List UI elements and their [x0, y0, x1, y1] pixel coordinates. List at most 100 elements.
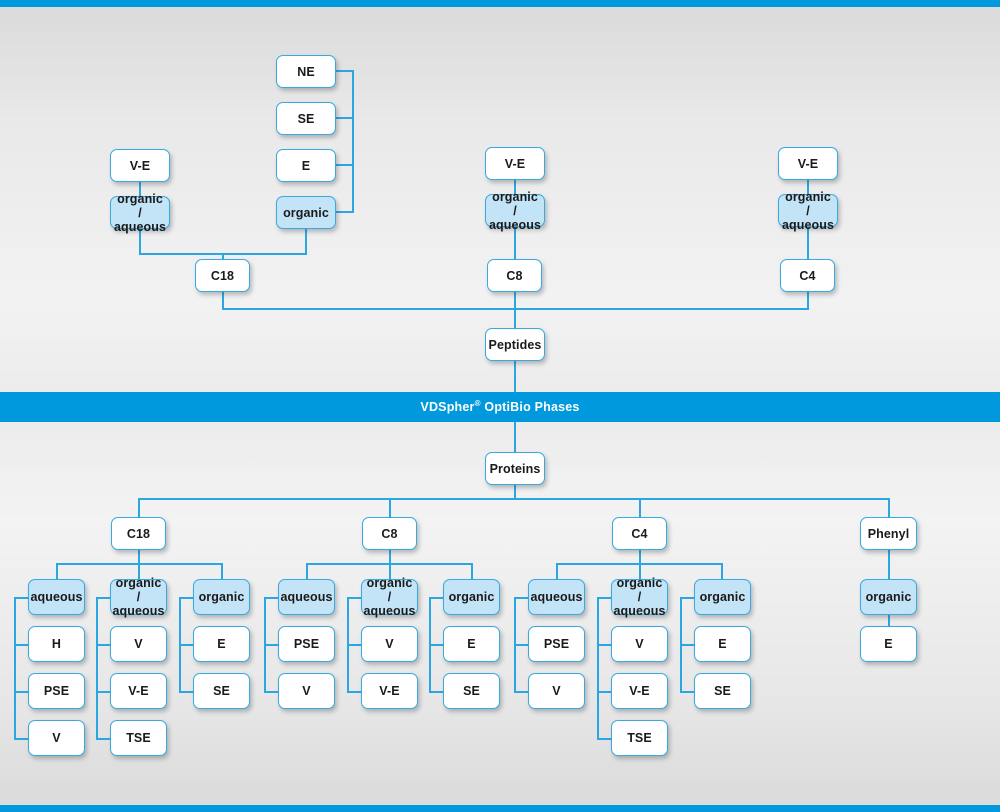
- node-proteins-c4-organic-aqueous[interactable]: organic / aqueous: [611, 576, 668, 618]
- node-proteins-c18-oa-3[interactable]: TSE: [110, 720, 167, 756]
- node-peptides-c4[interactable]: C4: [780, 259, 835, 292]
- connector-c18-ve-to-oa: [139, 182, 141, 196]
- node-peptides-c18-ne[interactable]: NE: [276, 55, 336, 88]
- node-proteins-c18-organic-aqueous[interactable]: organic / aqueous: [110, 576, 167, 618]
- node-label: C18: [210, 268, 235, 283]
- node-proteins-c18-oa-2[interactable]: V-E: [110, 673, 167, 709]
- node-label: aqueous: [530, 590, 583, 604]
- node-proteins-c4-oa-2[interactable]: V-E: [611, 673, 668, 709]
- node-proteins-c18[interactable]: C18: [111, 517, 166, 550]
- connector-c18-aqueous-spine: [14, 597, 16, 739]
- connector-c4-aqueous-2: [514, 691, 530, 693]
- node-label: Phenyl: [867, 526, 910, 541]
- node-label: SE: [213, 684, 230, 698]
- connector-c18-org-2: [179, 691, 195, 693]
- bottom-accent-bar: [0, 805, 1000, 812]
- node-label: PSE: [543, 637, 570, 651]
- node-peptides-c18-se[interactable]: SE: [276, 102, 336, 135]
- node-label: V-E: [797, 156, 819, 171]
- node-peptides-c18-e[interactable]: E: [276, 149, 336, 182]
- node-proteins-c18-aqueous-2[interactable]: PSE: [28, 673, 85, 709]
- node-proteins-c4-aqueous[interactable]: aqueous: [528, 579, 585, 615]
- node-label: organic / aqueous: [488, 189, 542, 232]
- node-label: V-E: [629, 684, 650, 698]
- node-proteins-phenyl-organic[interactable]: organic: [860, 579, 917, 615]
- node-proteins-c4-organic[interactable]: organic: [694, 579, 751, 615]
- connector-c18-oa-3: [96, 738, 112, 740]
- node-peptides-c18-ve[interactable]: V-E: [110, 149, 170, 182]
- node-peptides-c18[interactable]: C18: [195, 259, 250, 292]
- node-proteins-c8-org-2[interactable]: SE: [443, 673, 500, 709]
- node-proteins-c8-organic[interactable]: organic: [443, 579, 500, 615]
- connector-c18-org-head: [179, 597, 195, 599]
- connector-c8-aqueous-2: [264, 691, 280, 693]
- connector-bus-to-c8: [389, 498, 391, 518]
- top-accent-bar: [0, 0, 1000, 7]
- node-proteins-c18-organic[interactable]: organic: [193, 579, 250, 615]
- node-peptides-c8[interactable]: C8: [487, 259, 542, 292]
- connector-c8-org-head: [429, 597, 445, 599]
- node-label: V: [302, 684, 311, 698]
- node-proteins-c8-aqueous[interactable]: aqueous: [278, 579, 335, 615]
- node-proteins-c4-aqueous-1[interactable]: PSE: [528, 626, 585, 662]
- connector-c8-oa-1: [347, 644, 363, 646]
- connector-c4-aqueous-1: [514, 644, 530, 646]
- node-proteins-c8-org-1[interactable]: E: [443, 626, 500, 662]
- banner-title: VDSpher® OptiBio Phases: [420, 398, 580, 414]
- connector-c18-aqueous-head: [14, 597, 30, 599]
- node-peptides-c4-ve[interactable]: V-E: [778, 147, 838, 180]
- node-peptides-c8-ve[interactable]: V-E: [485, 147, 545, 180]
- node-label: organic / aqueous: [613, 576, 666, 618]
- node-label: PSE: [43, 684, 70, 698]
- connector-c18-oa-2: [96, 691, 112, 693]
- node-label: E: [217, 637, 226, 651]
- node-label: TSE: [627, 731, 652, 745]
- node-peptides-c4-organic-aqueous[interactable]: organic / aqueous: [778, 190, 838, 232]
- node-label: C8: [381, 526, 398, 541]
- node-label: E: [301, 158, 311, 173]
- node-label: organic / aqueous: [363, 576, 416, 618]
- node-label: E: [718, 637, 727, 651]
- node-proteins-c4-oa-3[interactable]: TSE: [611, 720, 668, 756]
- node-proteins-c18-aqueous-1[interactable]: H: [28, 626, 85, 662]
- node-label: organic: [283, 205, 329, 220]
- connector-c4-oa-3: [597, 738, 613, 740]
- node-proteins-c8-aqueous-1[interactable]: PSE: [278, 626, 335, 662]
- node-proteins-c18-org-1[interactable]: E: [193, 626, 250, 662]
- node-proteins-c4-org-2[interactable]: SE: [694, 673, 751, 709]
- connector-c8-org-1: [429, 644, 445, 646]
- connector-bus-to-c4: [639, 498, 641, 518]
- node-proteins-c18-org-2[interactable]: SE: [193, 673, 250, 709]
- node-proteins-c4-oa-1[interactable]: V: [611, 626, 668, 662]
- node-proteins-phenyl[interactable]: Phenyl: [860, 517, 917, 550]
- node-peptides-c18-organic[interactable]: organic: [276, 196, 336, 229]
- node-proteins-phenyl-org-1[interactable]: E: [860, 626, 917, 662]
- connector-c8-to-bus: [514, 292, 516, 309]
- node-proteins-c8-organic-aqueous[interactable]: organic / aqueous: [361, 576, 418, 618]
- node-proteins-c18-aqueous-3[interactable]: V: [28, 720, 85, 756]
- node-proteins-c8-oa-2[interactable]: V-E: [361, 673, 418, 709]
- node-label: PSE: [293, 637, 320, 651]
- connector-c4-org-1: [680, 644, 696, 646]
- node-proteins-root[interactable]: Proteins: [485, 452, 545, 485]
- node-label: SE: [714, 684, 731, 698]
- node-peptides-c18-organic-aqueous[interactable]: organic / aqueous: [110, 192, 170, 234]
- node-proteins-c8-aqueous-2[interactable]: V: [278, 673, 335, 709]
- node-proteins-c4[interactable]: C4: [612, 517, 667, 550]
- node-proteins-c4-aqueous-2[interactable]: V: [528, 673, 585, 709]
- node-label: Peptides: [488, 337, 542, 352]
- connector-c18-to-aqueous: [56, 563, 58, 580]
- connector-c8-oa-drop: [514, 227, 516, 259]
- node-label: V: [134, 637, 143, 651]
- node-proteins-c18-aqueous[interactable]: aqueous: [28, 579, 85, 615]
- node-proteins-c8-oa-1[interactable]: V: [361, 626, 418, 662]
- node-peptides-c8-organic-aqueous[interactable]: organic / aqueous: [485, 190, 545, 232]
- connector-c4-to-organic: [721, 563, 723, 580]
- node-peptides-root[interactable]: Peptides: [485, 328, 545, 361]
- node-label: C4: [799, 268, 816, 283]
- node-proteins-c4-org-1[interactable]: E: [694, 626, 751, 662]
- node-proteins-c8[interactable]: C8: [362, 517, 417, 550]
- node-label: aqueous: [280, 590, 333, 604]
- connector-c8-drop: [389, 550, 391, 564]
- node-proteins-c18-oa-1[interactable]: V: [110, 626, 167, 662]
